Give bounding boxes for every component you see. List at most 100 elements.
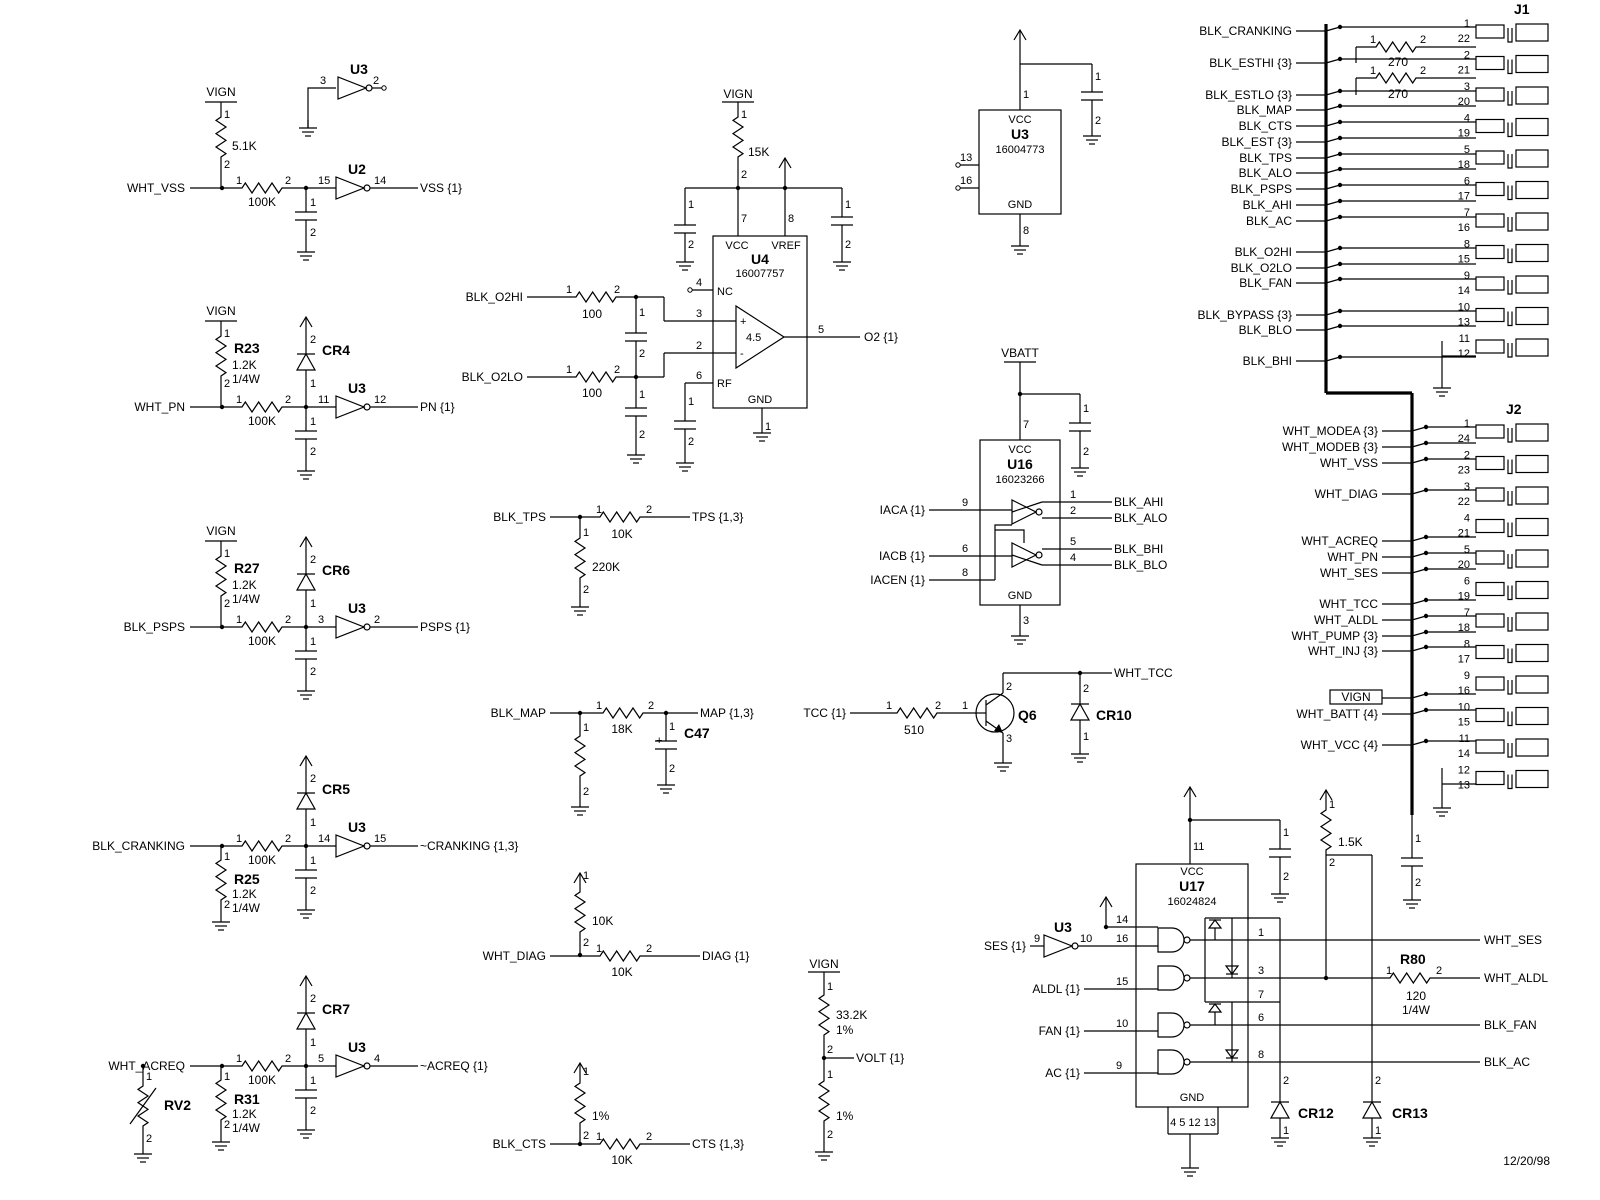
- pin-number: 1: [639, 307, 645, 319]
- resistor: [1380, 971, 1440, 985]
- label: VREF: [771, 240, 801, 252]
- connector-pin: [1475, 676, 1505, 691]
- supply-arrow: [299, 315, 313, 328]
- pin-number: 1: [224, 328, 230, 340]
- nand-gate: [1157, 965, 1185, 991]
- resistor: [222, 400, 302, 414]
- inverter: [337, 76, 368, 100]
- net-label: WHT_ACREQ: [1301, 534, 1378, 548]
- pin-number: 1: [741, 109, 747, 121]
- pin-number: 5: [1070, 536, 1076, 548]
- net-label: IACEN {1}: [870, 573, 925, 587]
- wire: [1411, 615, 1427, 621]
- value-label: 10K: [611, 965, 632, 979]
- pin-number: 1: [236, 394, 242, 406]
- value-label: 1.2K: [232, 1107, 257, 1121]
- net-label: FAN {1}: [1039, 1024, 1080, 1038]
- pin-number: 1: [1329, 799, 1335, 811]
- pin-number: 8: [1023, 225, 1029, 237]
- net-label: ALDL {1}: [1032, 982, 1080, 996]
- connector-socket: [1515, 23, 1549, 42]
- net-label: BLK_AHI: [1243, 198, 1292, 212]
- pin-number: 2: [845, 239, 851, 251]
- pin-label: 22: [1458, 496, 1470, 508]
- part-number: 16004773: [996, 144, 1045, 156]
- value-label: 100K: [248, 195, 276, 209]
- resistor: [573, 713, 587, 799]
- wire: [1325, 153, 1341, 159]
- junction-dot: [303, 624, 309, 630]
- open-pin-dot: [687, 287, 693, 293]
- wire: [1411, 599, 1427, 605]
- ref-label: U3: [348, 1039, 366, 1055]
- pin-label: 2: [1464, 450, 1470, 462]
- pin-number: 2: [285, 833, 291, 845]
- wire: [1411, 426, 1427, 432]
- clamp-diode: [1207, 1003, 1223, 1013]
- pin-number: 1: [583, 1066, 589, 1078]
- pin-number: 1: [583, 722, 589, 734]
- connector-shell: [1507, 185, 1513, 201]
- pin-number: 1: [827, 1069, 833, 1081]
- resistor: [214, 846, 228, 914]
- pin-label: 18: [1458, 159, 1470, 171]
- nand-gate: [1157, 1012, 1185, 1038]
- junction-dot: [303, 404, 309, 410]
- value-label: 510: [904, 723, 924, 737]
- net-label: SES {1}: [984, 939, 1026, 953]
- resistor: [1356, 40, 1436, 54]
- connector-pin: [1475, 581, 1505, 597]
- open-pin-dot: [955, 162, 961, 168]
- junction-dot: [1187, 817, 1193, 823]
- pin-number: 2: [285, 614, 291, 626]
- wire: [1411, 536, 1427, 542]
- net-label: VBATT: [1001, 346, 1039, 360]
- pin-number: 13: [960, 152, 972, 164]
- connector-pin: [1475, 613, 1505, 628]
- connector-shell: [1507, 522, 1513, 538]
- inverter-bubble: [363, 623, 371, 631]
- net-label: BLK_ALO: [1114, 511, 1167, 525]
- gain-label: 4.5: [746, 332, 761, 344]
- net-label: VIGN: [1341, 690, 1370, 704]
- pin-number: 1: [596, 943, 602, 955]
- op-amp: [735, 304, 786, 370]
- pin-number: 9: [1116, 1060, 1122, 1072]
- pin-label: 11: [318, 394, 329, 406]
- pin-number: 1: [1258, 927, 1264, 939]
- pin-number: 1: [224, 548, 230, 560]
- pin-number: 1: [310, 197, 316, 209]
- net-label: BLK_ESTHI {3}: [1209, 56, 1292, 70]
- net-label: WHT_DIAG: [483, 949, 546, 963]
- wire: [1325, 356, 1341, 362]
- pin-label: 2: [1464, 50, 1470, 62]
- pin-number: 2: [741, 169, 747, 181]
- pin-number: 16: [960, 175, 972, 187]
- net-label: WHT_MODEA {3}: [1283, 424, 1378, 438]
- wire: [1411, 709, 1427, 715]
- value-label: 100: [582, 386, 602, 400]
- pin-label: 17: [1458, 191, 1470, 203]
- net-label: BLK_O2LO: [462, 370, 523, 384]
- value-label: 10K: [611, 527, 632, 541]
- pin-number: 1: [1415, 833, 1421, 845]
- pin-number: 1: [765, 421, 771, 433]
- inverter-bubble: [1071, 942, 1079, 950]
- pin-number: 2: [639, 429, 645, 441]
- resistor: [214, 102, 228, 172]
- inverter: [335, 176, 366, 200]
- junction-dot: [1337, 214, 1343, 220]
- wire: [1325, 263, 1341, 269]
- pin-number: 3: [1006, 733, 1012, 745]
- value-label: 5.1K: [232, 139, 257, 153]
- resistor: [1319, 790, 1333, 870]
- junction-dot: [303, 843, 309, 849]
- diode: [295, 791, 317, 810]
- ref-label: U3: [348, 819, 366, 835]
- label: VCC: [725, 240, 748, 252]
- junction-dot: [1423, 456, 1429, 462]
- ref-label: R27: [234, 560, 260, 576]
- pin-number: 1: [310, 416, 316, 428]
- wire: [1325, 247, 1341, 253]
- ref-label: U2: [348, 161, 366, 177]
